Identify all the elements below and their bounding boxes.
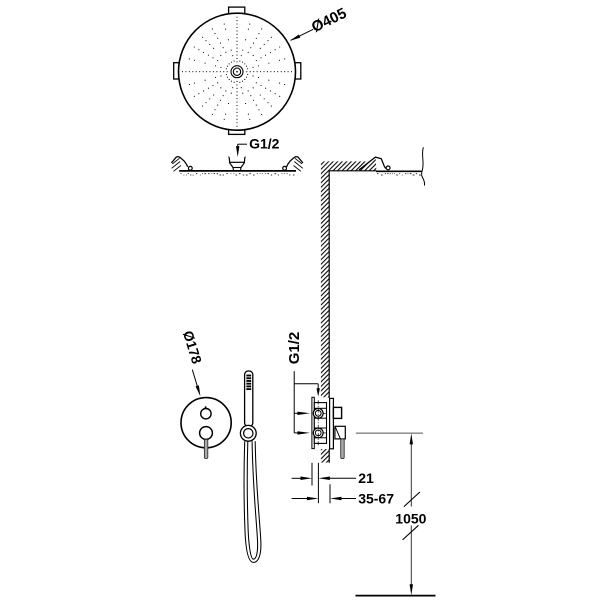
svg-text:35-67: 35-67 xyxy=(358,491,394,507)
svg-text:G1/2: G1/2 xyxy=(286,332,303,365)
svg-text:Ø405: Ø405 xyxy=(309,5,349,36)
svg-text:Ø178: Ø178 xyxy=(180,329,204,366)
svg-text:G1/2: G1/2 xyxy=(249,136,280,152)
svg-text:1050: 1050 xyxy=(395,511,426,527)
svg-text:21: 21 xyxy=(358,470,374,486)
